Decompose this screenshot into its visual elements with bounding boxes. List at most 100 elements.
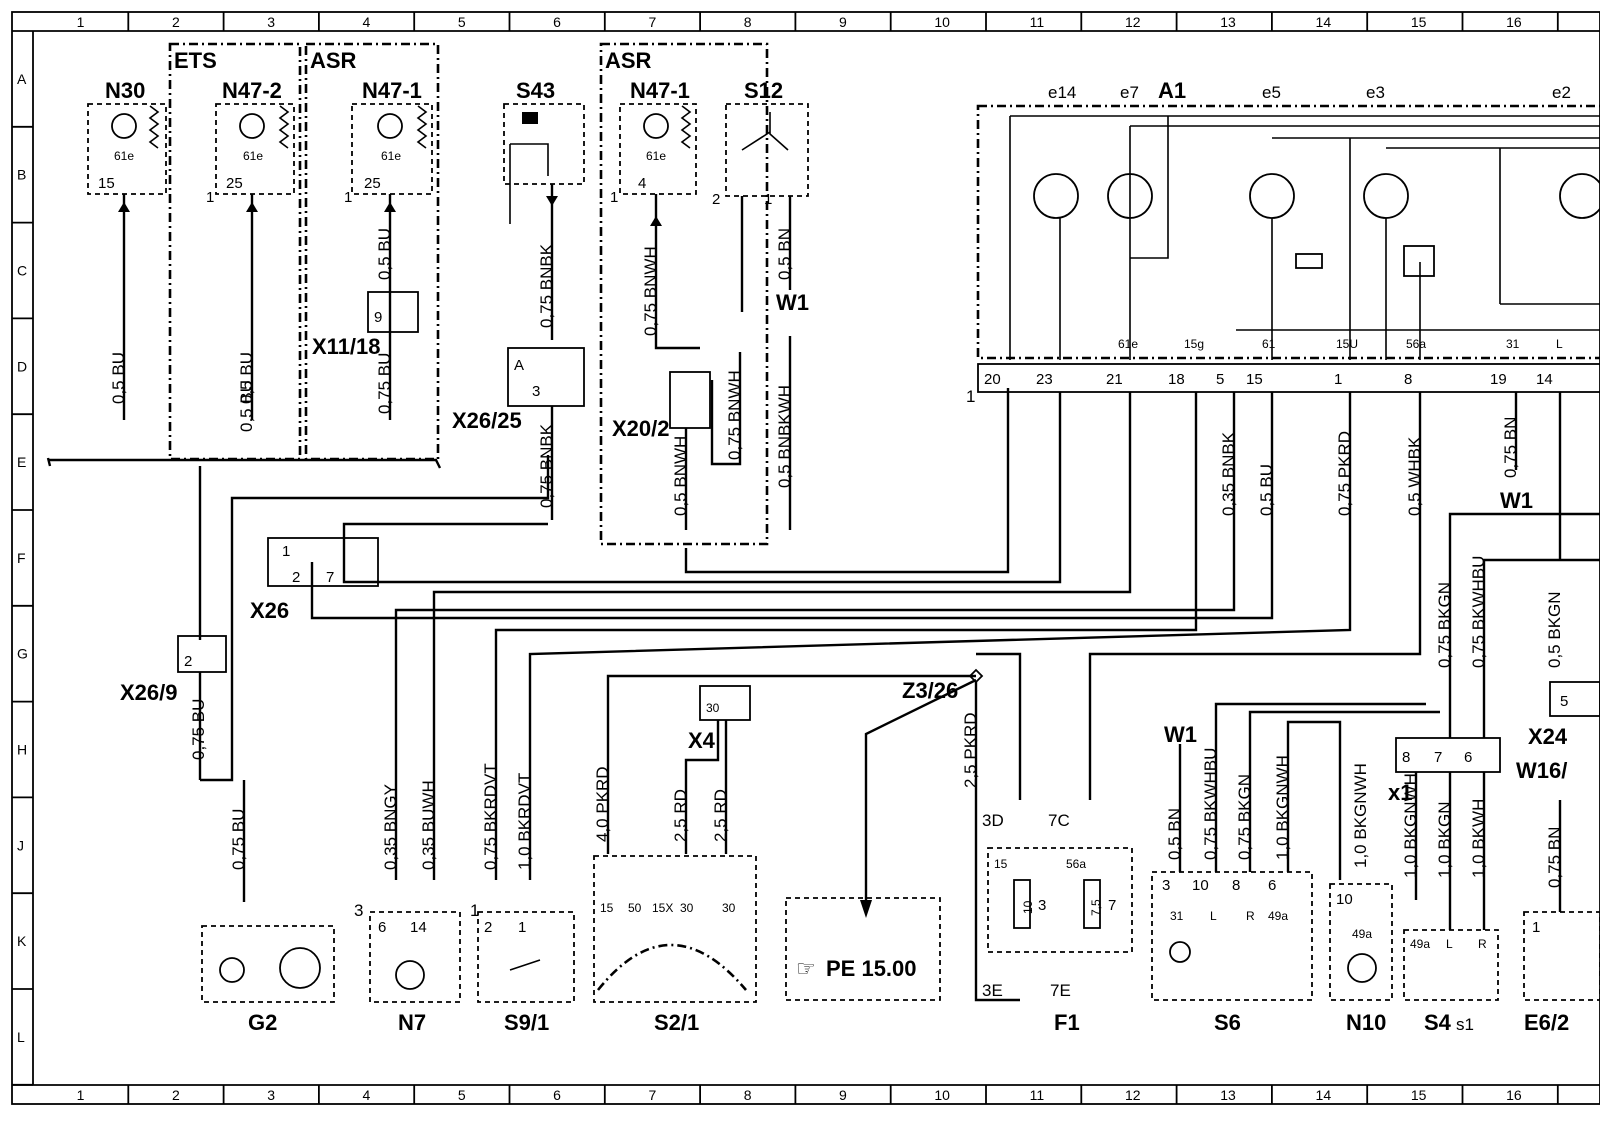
svg-text:5: 5 — [1560, 693, 1568, 710]
svg-text:56a: 56a — [1066, 857, 1086, 871]
component-label: N47-1 — [630, 78, 690, 103]
svg-text:15: 15 — [994, 857, 1008, 871]
svg-text:e5: e5 — [1262, 83, 1281, 102]
svg-text:25: 25 — [364, 175, 381, 192]
wire-label: 1,0 BKWH — [1469, 799, 1488, 878]
svg-text:50: 50 — [628, 901, 642, 915]
svg-text:15: 15 — [600, 901, 614, 915]
transistor-icon — [377, 113, 403, 139]
svg-text:9: 9 — [374, 309, 382, 326]
component-s6: W1 0,5 BN 0,75 BKWHBU 0,75 BKGN 1,0 BKGN… — [1151, 702, 1440, 1035]
svg-text:1: 1 — [1334, 371, 1342, 388]
svg-text:14: 14 — [410, 919, 427, 936]
svg-text:7E: 7E — [1050, 981, 1071, 1000]
connector-label: X26 — [250, 598, 289, 623]
grid-row-label: D — [17, 358, 27, 374]
component-label: G2 — [248, 1010, 277, 1035]
pointing-hand-icon: ☞ — [796, 956, 816, 981]
component-label: S43 — [516, 78, 555, 103]
connector-label: W1 — [1164, 722, 1197, 747]
component-g2: 0,75 BU G2 — [201, 780, 335, 1035]
svg-text:A: A — [514, 357, 524, 374]
headlamp-icon — [1363, 173, 1409, 219]
svg-text:10: 10 — [1192, 877, 1209, 894]
component-label: N47-1 — [362, 78, 422, 103]
fuse-icon — [1083, 879, 1101, 929]
connector-label: X24 — [1528, 724, 1568, 749]
grid-row-label: E — [17, 454, 26, 470]
svg-text:31: 31 — [1170, 909, 1184, 923]
component-s4: 49a L R S4 s1 — [1403, 929, 1499, 1035]
wire-label: 1,0 BKGNWH — [1351, 763, 1370, 868]
grid-column-label: 13 — [1220, 14, 1236, 30]
alternator-icon — [279, 947, 321, 989]
grid-column-label: 3 — [267, 14, 275, 30]
grid-column-label: 1 — [77, 14, 85, 30]
grid-column-label: 7 — [648, 14, 656, 30]
wire-label: 2,5 RD — [671, 789, 690, 842]
svg-text:49a: 49a — [1352, 927, 1372, 941]
wire-label: 4,0 PKRD — [593, 766, 612, 842]
wire-label: 0,75 BNWH — [725, 370, 744, 460]
svg-text:1: 1 — [344, 189, 352, 206]
fuse-icon — [1013, 879, 1031, 929]
grid-frame — [11, 11, 1600, 1105]
wire-label: 0,5 BU — [1257, 464, 1276, 516]
wire-label: 0,5 BKGN — [1545, 591, 1564, 668]
svg-text:1: 1 — [518, 919, 526, 936]
svg-text:61e: 61e — [381, 149, 401, 163]
svg-text:10: 10 — [1021, 900, 1035, 914]
svg-text:7: 7 — [1108, 897, 1116, 914]
component-label: S6 — [1214, 1010, 1241, 1035]
grid-column-label: 5 — [458, 1087, 466, 1103]
group-label: ASR — [310, 48, 357, 73]
transistor-icon — [239, 113, 265, 139]
transistor-icon — [111, 113, 137, 139]
wire-label: 0,75 BNBK — [537, 243, 556, 328]
connector-label: X11/18 — [312, 334, 381, 359]
svg-text:6: 6 — [1268, 877, 1276, 894]
svg-text:e2: e2 — [1552, 83, 1571, 102]
svg-text:49a: 49a — [1268, 909, 1288, 923]
wire-label: 2,5 RD — [711, 789, 730, 842]
component-label: S2/1 — [654, 1010, 699, 1035]
svg-text:30: 30 — [722, 901, 736, 915]
wire-label: 0,5 BU — [237, 380, 256, 432]
component-label: N30 — [105, 78, 145, 103]
svg-text:6: 6 — [1464, 749, 1472, 766]
svg-text:23: 23 — [1036, 371, 1053, 388]
connector-label: X26/9 — [120, 680, 178, 705]
svg-text:2: 2 — [292, 569, 300, 586]
wire-label: 0,75 BKWHBU — [1201, 748, 1220, 860]
transistor-icon — [1347, 953, 1377, 983]
switch-icon — [509, 959, 541, 971]
grid-column-label: 2 — [172, 1087, 180, 1103]
grid-row-label: K — [17, 933, 27, 949]
wire-bus: 2 X26/9 0,75 BU — [46, 455, 550, 782]
reference-box: ☞ PE 15.00 — [785, 897, 941, 1001]
grid-column-label: 7 — [648, 1087, 656, 1103]
connector-label: W16/ — [1516, 758, 1567, 783]
group-label: ETS — [174, 48, 217, 73]
wire-label: 1,0 BKGNWH — [1401, 773, 1420, 878]
wire-label: 0,75 BKGN — [1235, 774, 1254, 860]
wire-label: 0,75 BNBK — [537, 423, 556, 508]
svg-text:2: 2 — [484, 919, 492, 936]
switch-icon — [522, 112, 538, 124]
connector-x20-2 — [669, 371, 711, 429]
wire-label: 0,5 BU — [237, 352, 256, 404]
grid-column-label: 15 — [1411, 14, 1427, 30]
grid-column-label: 2 — [172, 14, 180, 30]
grid-column-label: 16 — [1506, 14, 1522, 30]
a1-wires: 0,35 BNBK 0,5 BU 0,75 PKRD 0,5 WHBK 0,75… — [310, 392, 1562, 880]
svg-text:7,5: 7,5 — [1089, 899, 1103, 916]
resistor-icon — [1295, 253, 1323, 269]
grid-column-label: 4 — [363, 1087, 371, 1103]
svg-text:L: L — [1446, 937, 1453, 951]
splice-z3-26: Z3/26 2,5 PKRD — [860, 668, 1020, 1002]
wire-label: 0,5 BU — [375, 228, 394, 280]
connector-a1 — [977, 363, 1600, 393]
wire-label: 0,75 PKRD — [1335, 431, 1354, 516]
wire-label: 1,0 BKRDVT — [515, 773, 534, 870]
